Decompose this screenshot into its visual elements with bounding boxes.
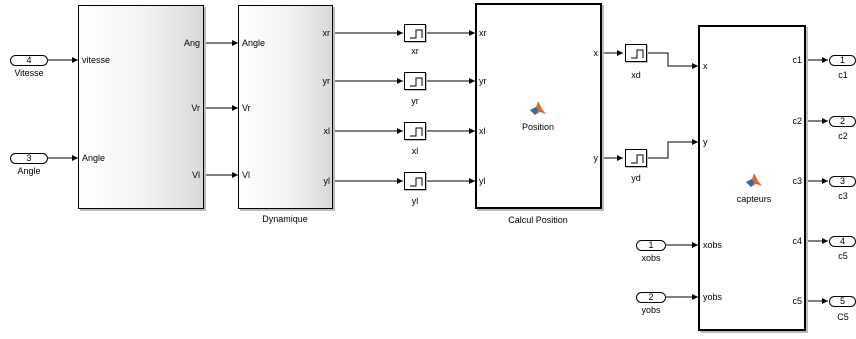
port-label: xr bbox=[479, 28, 487, 38]
line-xd[interactable] bbox=[647, 52, 698, 69]
port-label: xr bbox=[322, 28, 331, 38]
port-label: x bbox=[593, 48, 599, 58]
port-label: c1 bbox=[792, 55, 802, 65]
inport-label: xobs bbox=[641, 253, 661, 263]
port-label: yl bbox=[323, 176, 331, 186]
subsystem-block-1[interactable] bbox=[78, 5, 204, 209]
zoh-block-xd[interactable] bbox=[625, 44, 647, 62]
outport-c1[interactable]: 1 bbox=[829, 55, 856, 66]
outport-c5[interactable]: 5 bbox=[829, 296, 856, 307]
outport-number: 2 bbox=[839, 116, 845, 126]
port-label: Ang bbox=[183, 38, 200, 48]
outport-number: 5 bbox=[839, 296, 845, 306]
port-label: yr bbox=[322, 76, 331, 86]
inport-label: Angle bbox=[17, 166, 41, 176]
inport-vitesse[interactable]: 4 bbox=[10, 55, 48, 66]
outport-label: c1 bbox=[838, 70, 848, 80]
block-center-label: capteurs bbox=[736, 194, 772, 204]
port-label: Vl bbox=[242, 170, 251, 180]
block-title: Calcul Position bbox=[508, 215, 568, 225]
inport-label: Vitesse bbox=[14, 68, 44, 78]
calcul-position-block[interactable] bbox=[475, 3, 602, 209]
port-label: xl bbox=[323, 126, 331, 136]
inport-yobs[interactable]: 2 bbox=[636, 292, 666, 303]
zoh-step-icon bbox=[631, 154, 644, 164]
port-label: c4 bbox=[792, 236, 802, 246]
inport-xobs[interactable]: 1 bbox=[636, 240, 666, 251]
port-label: yr bbox=[479, 76, 487, 86]
port-label: yl bbox=[479, 176, 486, 186]
block-title: Dynamique bbox=[262, 214, 308, 224]
inport-angle[interactable]: 3 bbox=[10, 153, 48, 164]
port-label: y bbox=[703, 137, 708, 147]
zoh-block-xl[interactable] bbox=[404, 122, 426, 140]
port-label: Angle bbox=[242, 38, 266, 48]
zoh-label: xd bbox=[631, 70, 641, 80]
zoh-block-xr[interactable] bbox=[404, 24, 426, 42]
zoh-label: xr bbox=[411, 46, 419, 56]
port-label: c2 bbox=[792, 116, 802, 126]
outport-label: c3 bbox=[838, 191, 848, 201]
matlab-logo-icon bbox=[530, 101, 546, 115]
outport-label: c5 bbox=[838, 251, 848, 261]
zoh-step-icon bbox=[410, 127, 423, 137]
outport-number: 1 bbox=[839, 55, 845, 65]
port-label: Vl bbox=[191, 170, 200, 180]
port-label: Vr bbox=[242, 103, 251, 113]
inport-number: 4 bbox=[26, 55, 32, 65]
inport-label: yobs bbox=[641, 305, 661, 315]
port-label: vitesse bbox=[82, 55, 111, 65]
port-label: xl bbox=[479, 126, 486, 136]
zoh-step-icon bbox=[631, 49, 644, 59]
zoh-step-icon bbox=[410, 77, 423, 87]
port-label: Vr bbox=[191, 103, 200, 113]
outport-number: 3 bbox=[839, 176, 845, 186]
port-label: xobs bbox=[703, 240, 723, 250]
matlab-logo-icon bbox=[746, 173, 762, 187]
inport-number: 3 bbox=[26, 153, 32, 163]
capteurs-block[interactable] bbox=[698, 25, 806, 331]
inport-number: 1 bbox=[648, 240, 654, 250]
zoh-step-icon bbox=[410, 29, 423, 39]
port-label: Angle bbox=[82, 153, 106, 163]
outport-label: c2 bbox=[838, 131, 848, 141]
outport-c2[interactable]: 2 bbox=[829, 116, 856, 127]
outport-number: 4 bbox=[839, 236, 845, 246]
port-label: x bbox=[703, 61, 708, 71]
dynamique-block[interactable] bbox=[238, 5, 333, 209]
outport-c4[interactable]: 4 bbox=[829, 236, 856, 247]
zoh-label: yr bbox=[411, 96, 419, 106]
zoh-label: yl bbox=[411, 196, 419, 206]
port-label: c5 bbox=[792, 296, 802, 306]
block-center-label: Position bbox=[521, 122, 555, 132]
port-label: yobs bbox=[703, 292, 723, 302]
outport-c3[interactable]: 3 bbox=[829, 176, 856, 187]
zoh-block-yr[interactable] bbox=[404, 72, 426, 90]
zoh-step-icon bbox=[410, 177, 423, 187]
outport-label: C5 bbox=[837, 312, 849, 322]
zoh-label: xl bbox=[411, 146, 419, 156]
inport-number: 2 bbox=[648, 292, 654, 302]
port-label: y bbox=[593, 153, 599, 163]
zoh-label: yd bbox=[631, 173, 641, 183]
line-yd[interactable] bbox=[647, 139, 698, 159]
port-label: c3 bbox=[792, 176, 802, 186]
zoh-block-yl[interactable] bbox=[404, 172, 426, 190]
zoh-block-yd[interactable] bbox=[625, 149, 647, 167]
